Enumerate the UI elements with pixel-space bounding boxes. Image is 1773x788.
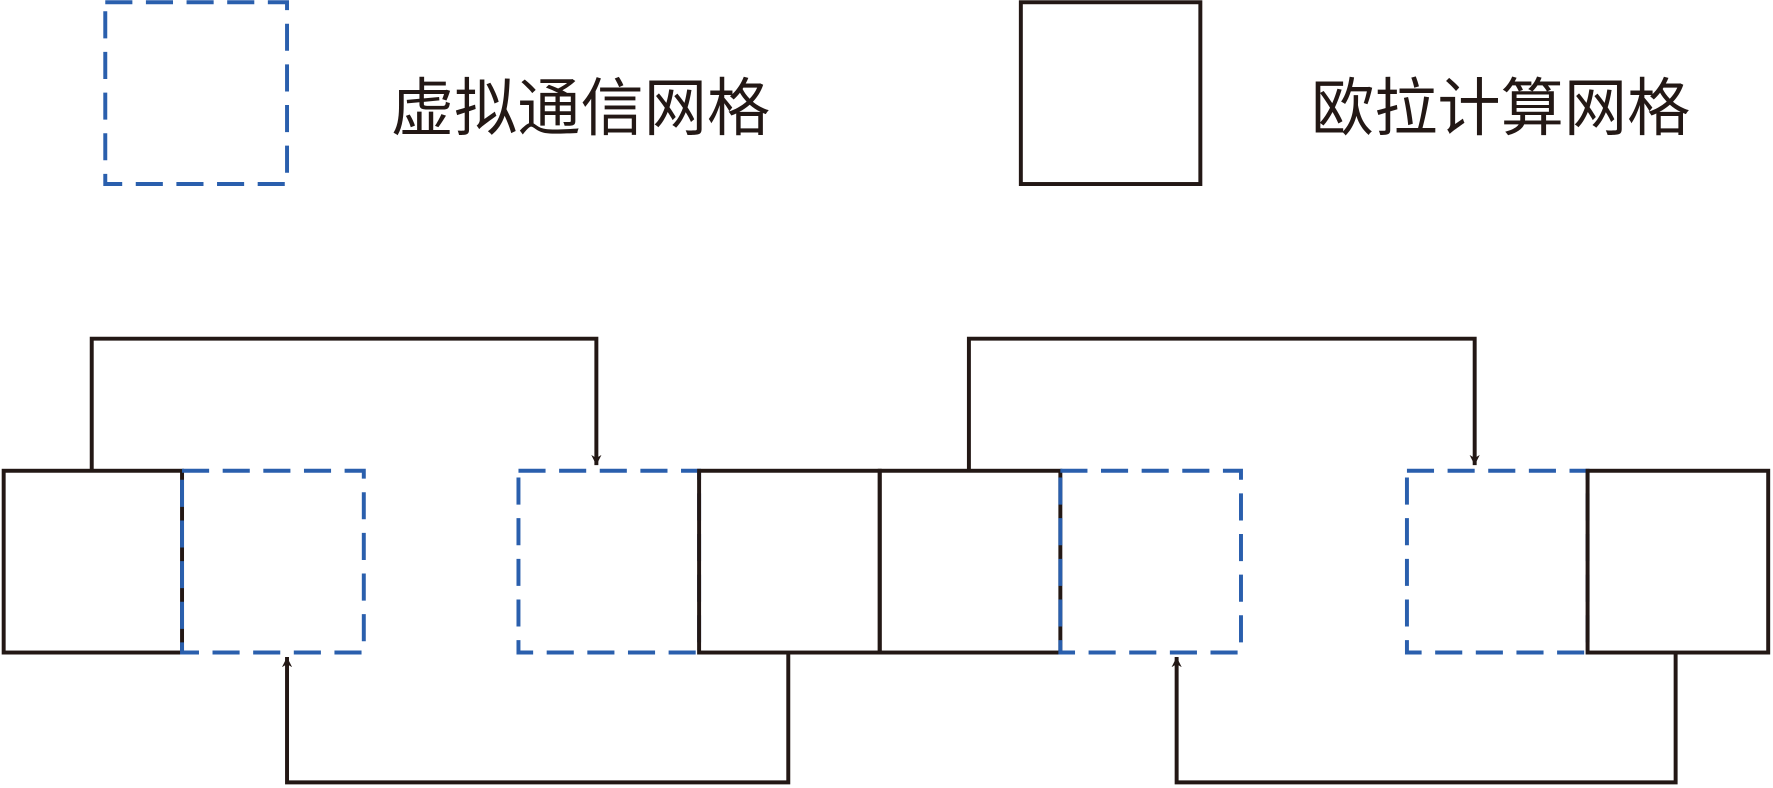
grid-cells xyxy=(1,468,1771,655)
virtual-cell-2 xyxy=(516,468,702,655)
arrows xyxy=(89,336,1678,785)
legend-virtual-grid-swatch xyxy=(103,0,290,186)
arrow-bottom-right xyxy=(1171,652,1678,785)
arrow-top-right xyxy=(966,336,1480,471)
virtual-cell-4 xyxy=(1404,468,1590,655)
euler-cell-1 xyxy=(1,468,185,655)
euler-cell-4 xyxy=(1585,468,1771,655)
euler-cell-3 xyxy=(877,468,1063,655)
arrow-top-left xyxy=(89,336,602,471)
legend-euler-grid-label: 欧拉计算网格 xyxy=(1311,71,1690,145)
euler-cell-2 xyxy=(697,468,882,655)
legend-virtual-grid-label: 虚拟通信网格 xyxy=(391,71,770,145)
virtual-cell-3 xyxy=(1058,468,1243,655)
legend: 虚拟通信网格 欧拉计算网格 xyxy=(103,0,1690,186)
legend-euler-grid-swatch xyxy=(1018,0,1203,186)
arrow-bottom-left xyxy=(281,652,791,785)
virtual-cell-1 xyxy=(180,468,366,655)
